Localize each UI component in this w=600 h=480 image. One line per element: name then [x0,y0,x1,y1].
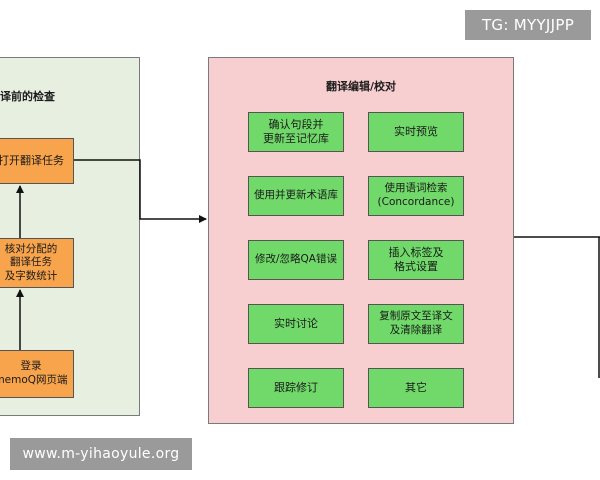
left-panel-title: 译前的检查 [0,90,55,103]
copy-source-clear-node: 复制原文至译文 及清除翻译 [368,304,464,344]
login-memoq-web-node: 登录 memoQ网页端 [0,350,74,398]
realtime-discussion-node: 实时讨论 [248,304,344,344]
other-node: 其它 [368,368,464,408]
confirm-segment-node: 确认句段并 更新至记忆库 [248,112,344,152]
concordance-search-node: 使用语词检索 (Concordance) [368,176,464,216]
qa-errors-node: 修改/忽略QA错误 [248,240,344,280]
track-changes-node: 跟踪修订 [248,368,344,408]
arrow-open-to-edit-panel [74,159,207,223]
middle-panel-title: 翻译编辑/校对 [325,80,397,93]
tg-watermark: TG: MYYJJPP [465,10,591,40]
insert-tags-format-node: 插入标签及 格式设置 [368,240,464,280]
realtime-preview-node: 实时预览 [368,112,464,152]
url-watermark: www.m-yihaoyule.org [10,438,192,470]
open-translation-task-node: 打开翻译任务 [0,138,74,184]
use-update-termbase-node: 使用并更新术语库 [248,176,344,216]
check-assigned-task-node: 核对分配的 翻译任务 及字数统计 [0,238,74,288]
